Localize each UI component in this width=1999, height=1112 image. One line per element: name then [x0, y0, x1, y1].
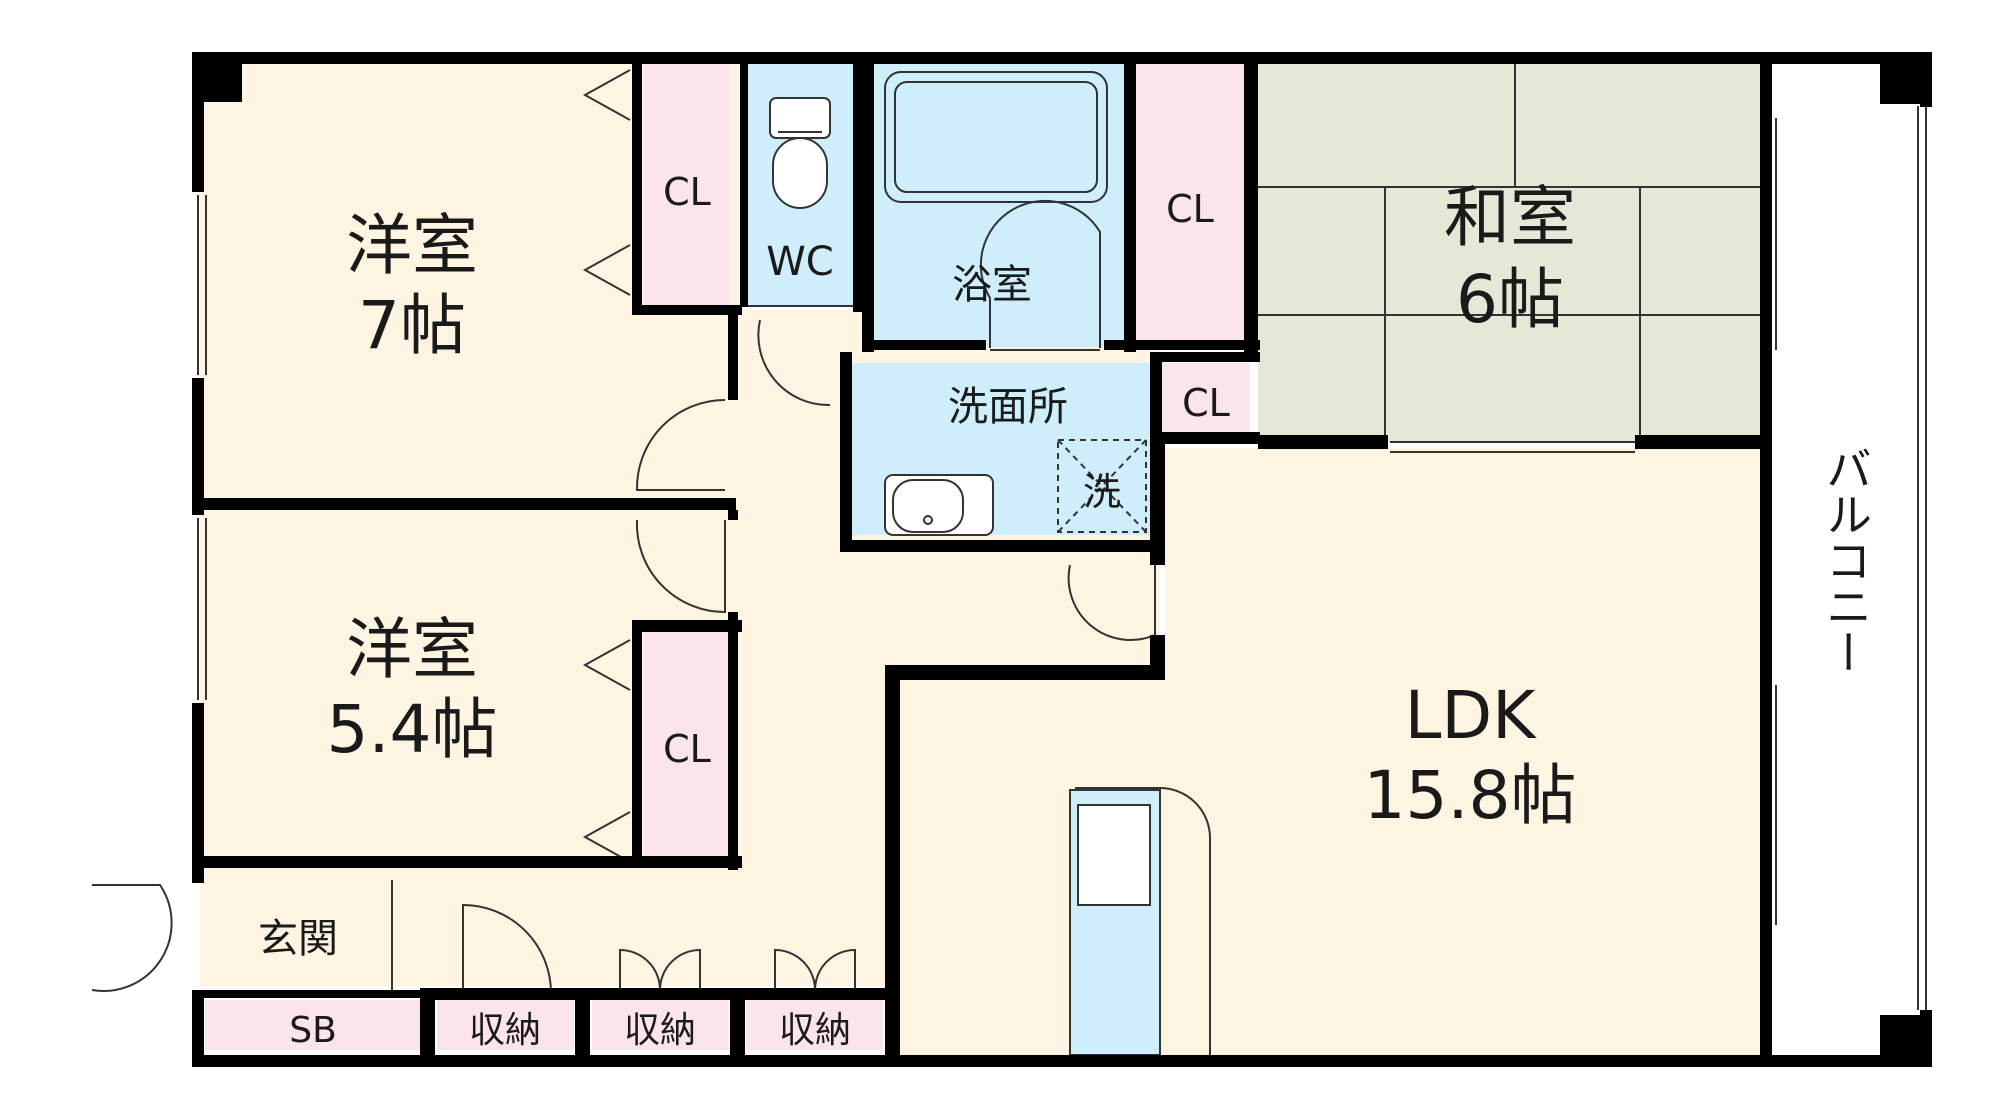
door-storage3-icon — [774, 948, 856, 991]
door-room7-icon — [635, 399, 726, 491]
kitchen-counter-icon — [1069, 787, 1211, 1056]
ldk-size: 15.8帖 — [1364, 757, 1577, 834]
shoebox-floor — [205, 1000, 420, 1050]
closet-lower-floor — [644, 632, 730, 857]
japanese-name: 和室 — [1444, 179, 1576, 256]
walls — [192, 52, 1932, 1067]
closet-fold-upper-icon — [582, 69, 631, 296]
door-washroom-icon — [1067, 564, 1156, 641]
closet-middle-floor — [1134, 62, 1246, 342]
cl-upper-label: CL — [663, 170, 711, 214]
door-storage1-icon — [462, 903, 552, 994]
room7-size: 7帖 — [358, 287, 466, 364]
fixtures — [769, 71, 1211, 1056]
ldk-name: LDK — [1405, 677, 1538, 754]
room54-size: 5.4帖 — [327, 691, 498, 768]
tatami-grid — [1258, 62, 1760, 442]
balcony-label: バルコニー — [1819, 445, 1873, 675]
cl-lower-label: CL — [663, 727, 711, 771]
door-entrance-icon — [91, 884, 173, 992]
washer-label: 洗 — [1083, 470, 1121, 514]
storage-1-label: 収納 — [469, 1010, 541, 1051]
cl-wash-label: CL — [1182, 381, 1230, 425]
door-wc-icon — [757, 319, 831, 407]
door-swings — [91, 69, 1156, 994]
closet-upper-floor — [644, 62, 730, 307]
storage-1-floor — [437, 1000, 574, 1050]
room54-name: 洋室 — [346, 611, 478, 688]
storage-2-floor — [592, 1000, 729, 1050]
bath-door-arc-icon — [979, 199, 1101, 348]
door-room54-icon — [635, 519, 726, 614]
washing-machine-icon — [1057, 439, 1147, 533]
closet-wash-floor — [1160, 363, 1250, 433]
washbasin-icon — [884, 474, 994, 536]
wc-label: WC — [766, 239, 833, 285]
entrance-label: 玄関 — [258, 916, 338, 962]
room-labels: 洋室 7帖 洋室 5.4帖 和室 6帖 LDK 15.8帖 WC 浴室 洗面所 … — [258, 170, 1873, 1051]
bathtub-icon — [884, 71, 1108, 203]
japanese-room-floor — [1258, 62, 1760, 442]
toilet-icon — [769, 97, 831, 209]
storage-3-floor — [746, 1000, 883, 1050]
storage-2-label: 収納 — [624, 1010, 696, 1051]
closet-fold-lower-icon — [582, 639, 631, 863]
room7-name: 洋室 — [346, 207, 478, 284]
door-storage2-icon — [619, 948, 701, 991]
bath-label: 浴室 — [952, 262, 1032, 308]
shoebox-label: SB — [289, 1010, 337, 1051]
japanese-size: 6帖 — [1456, 261, 1564, 338]
cl-middle-label: CL — [1166, 187, 1214, 231]
storage-3-label: 収納 — [779, 1010, 851, 1051]
washroom-label: 洗面所 — [948, 384, 1068, 430]
